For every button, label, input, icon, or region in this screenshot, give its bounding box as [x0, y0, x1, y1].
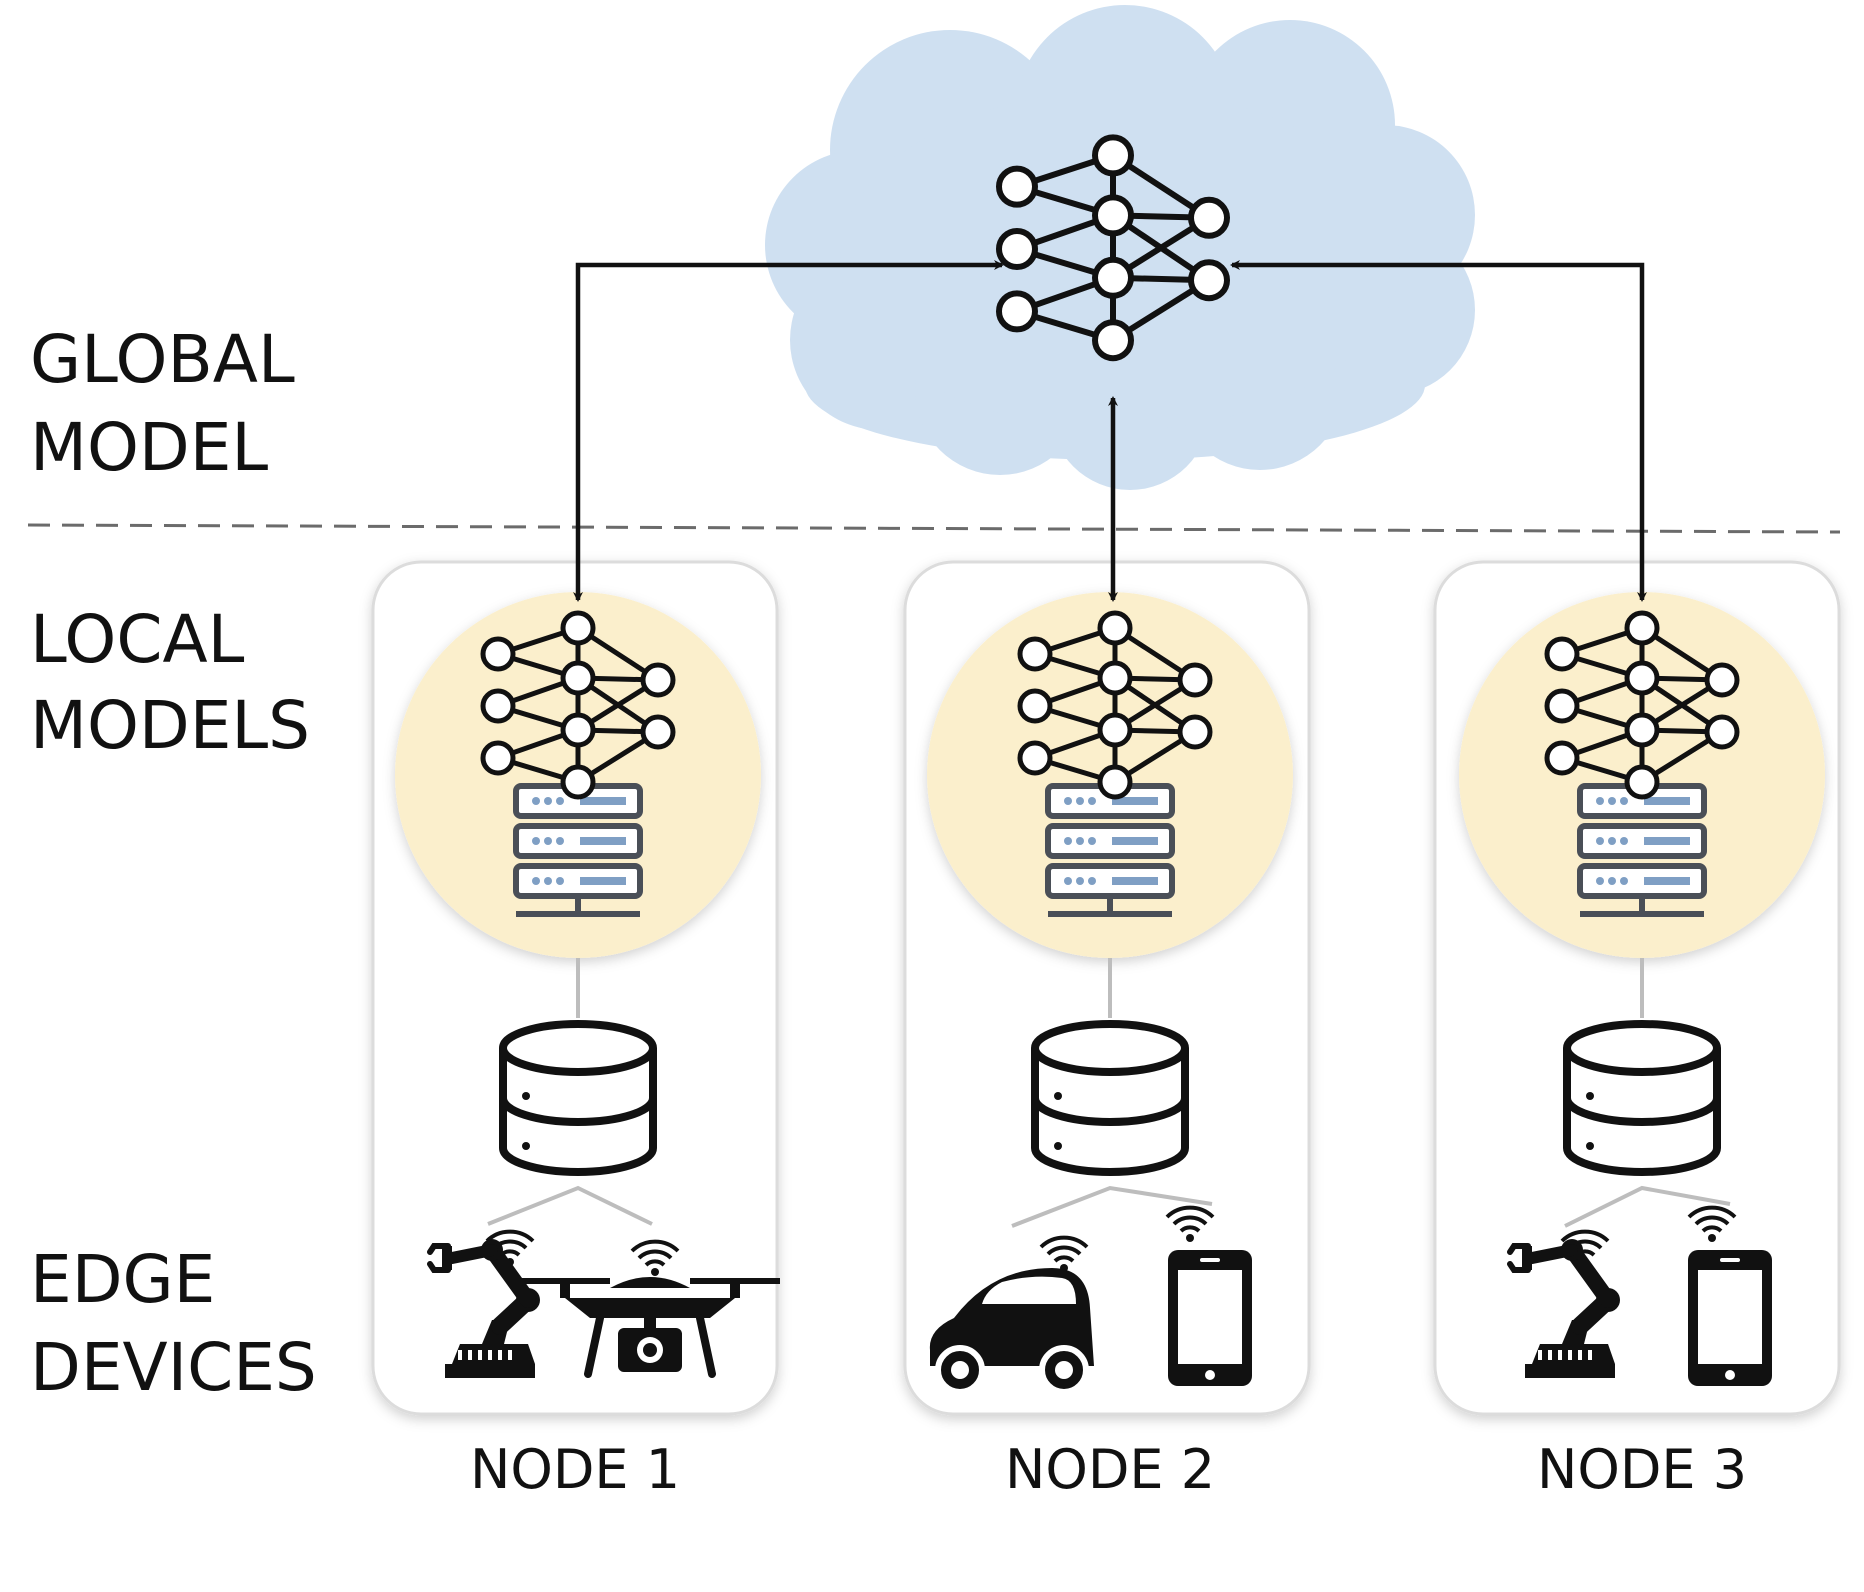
arrow-global-node-3 — [1230, 260, 1647, 602]
node-1-database-icon — [503, 1024, 653, 1172]
svg-text:LOCAL: LOCAL — [30, 601, 245, 678]
tier-separator — [27, 523, 1841, 534]
node-2-device-links — [1011, 1185, 1213, 1228]
svg-text:EDGE: EDGE — [30, 1241, 215, 1318]
svg-text:DEVICES: DEVICES — [30, 1329, 317, 1406]
smartphone-icon — [1688, 1250, 1772, 1386]
node-2-database-icon — [1035, 1024, 1185, 1172]
svg-text:GLOBAL: GLOBAL — [30, 321, 295, 398]
edge-devices-label: EDGE DEVICES — [30, 1241, 317, 1406]
cloud-shape — [765, 5, 1475, 490]
smartphone-icon — [1168, 1250, 1252, 1386]
local-models-label: LOCAL MODELS — [30, 601, 310, 764]
node-3-label: NODE 3 — [1537, 1438, 1747, 1501]
arrow-global-node-1 — [573, 260, 1004, 602]
node-2-server-icon — [1048, 786, 1172, 914]
node-1-label: NODE 1 — [470, 1438, 680, 1501]
node-1-server-icon — [516, 786, 640, 914]
svg-text:MODELS: MODELS — [30, 687, 310, 764]
global-model-label: GLOBAL MODEL — [30, 321, 295, 486]
node-2-label: NODE 2 — [1005, 1438, 1215, 1501]
node-3-database-icon — [1567, 1024, 1717, 1172]
node-3-server-icon — [1580, 786, 1704, 914]
node-3-device-links — [1564, 1185, 1731, 1228]
svg-text:MODEL: MODEL — [30, 409, 268, 486]
node-1-device-links — [487, 1185, 653, 1226]
